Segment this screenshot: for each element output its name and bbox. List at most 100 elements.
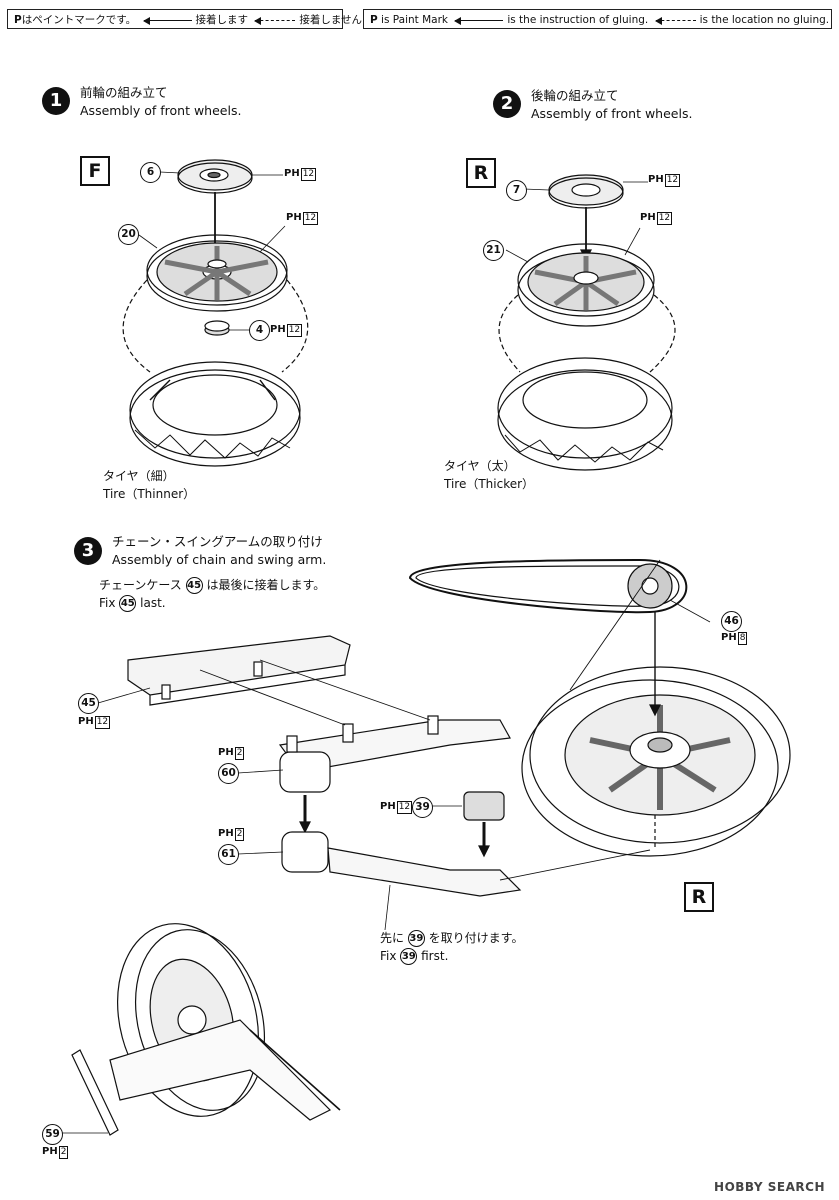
- note-text: 先に: [380, 931, 405, 945]
- front-tire-drawing: [129, 361, 301, 467]
- front-wheel-drawing: [146, 234, 288, 312]
- step-1-badge: 1: [42, 87, 70, 115]
- rear-wheel-drawing: [517, 243, 655, 327]
- part-6: 6: [140, 162, 161, 183]
- legend-paint-text: is Paint Mark: [381, 14, 448, 26]
- front-tire-label: タイヤ（細） Tire（Thinner）: [103, 467, 195, 503]
- front-box-label: F: [80, 156, 110, 186]
- paint-mark-symbol: PH: [218, 828, 234, 839]
- rear-tire-drawing: [497, 357, 673, 471]
- paint-mark-symbol: PH: [721, 632, 737, 643]
- note-text: チェーンケース: [99, 578, 182, 592]
- note-text: Fix: [99, 596, 116, 610]
- part-46: 46: [721, 611, 742, 632]
- part-20: 20: [118, 224, 139, 245]
- step-2-title-jp: 後輪の組み立て: [531, 88, 619, 103]
- swing-arm-lower-drawing: [281, 831, 522, 897]
- part-39: 39: [412, 797, 433, 818]
- fix-39-note-jp: 先に 39 を取り付けます。: [380, 929, 523, 947]
- fix-39-note-en: Fix 39 first.: [380, 947, 523, 965]
- rear-box-label-bottom: R: [684, 882, 714, 912]
- chain-case-note-en: Fix 45 last.: [99, 594, 325, 612]
- note-text: は最後に接着します。: [206, 578, 326, 592]
- no-glue-arrow-icon: [654, 16, 696, 25]
- legend-english: P is Paint Mark is the instruction of gl…: [363, 9, 832, 29]
- part-21: 21: [483, 240, 504, 261]
- step-3-badge: 3: [74, 537, 102, 565]
- part-61: 61: [218, 844, 239, 865]
- paint-color-number: 8: [737, 632, 748, 645]
- paint-color-number: 12: [302, 212, 319, 225]
- part-60: 60: [218, 763, 239, 784]
- front-tire-label-en: Tire（Thinner）: [103, 487, 196, 501]
- legend-paint-text: はペイントマークです。: [21, 14, 137, 26]
- paint-color-number: 12: [656, 212, 673, 225]
- chain-case-drawing: [127, 635, 351, 706]
- part-number-39: 39: [400, 948, 418, 965]
- paint-mark-symbol: P: [370, 14, 378, 26]
- step-2-title-en: Assembly of front wheels.: [531, 106, 693, 121]
- part-number-45: 45: [185, 577, 203, 594]
- glue-arrow-icon: [142, 16, 192, 25]
- legend-noglue-text: is the location no gluing.: [699, 14, 830, 26]
- paint-color-number: 12: [664, 174, 681, 187]
- step-3-title-jp: チェーン・スイングアームの取り付け: [112, 534, 323, 549]
- swing-arm-upper-drawing: [278, 715, 511, 793]
- glue-arrow-icon: [454, 16, 504, 25]
- paint-color-number: 2: [234, 747, 245, 760]
- assembled-swing-arm-drawing: [71, 923, 341, 1136]
- paint-color-number: 12: [286, 324, 303, 337]
- paint-mark-symbol: PH: [218, 747, 234, 758]
- rear-tire-label-en: Tire（Thicker）: [444, 477, 535, 491]
- step-2-title: 後輪の組み立て Assembly of front wheels.: [531, 87, 692, 123]
- part-59: 59: [42, 1124, 63, 1145]
- paint-mark-symbol: PH: [648, 174, 664, 185]
- rear-box-label: R: [466, 158, 496, 188]
- chain-case-note: チェーンケース 45 は最後に接着します。 Fix 45 last.: [99, 576, 325, 612]
- paint-mark-symbol: PH: [380, 801, 396, 812]
- no-glue-arrow-icon: [254, 16, 296, 25]
- paint-color-number: 12: [300, 168, 317, 181]
- part-4: 4: [249, 320, 270, 341]
- chain-case-note-jp: チェーンケース 45 は最後に接着します。: [99, 576, 325, 594]
- step-1-title-jp: 前輪の組み立て: [80, 85, 168, 100]
- note-text: first.: [421, 949, 449, 963]
- front-tire-label-jp: タイヤ（細）: [103, 469, 175, 483]
- step-3-title: チェーン・スイングアームの取り付け Assembly of chain and …: [112, 533, 326, 569]
- chain-drawing: [408, 558, 688, 614]
- paint-mark-symbol: PH: [78, 716, 94, 727]
- paint-color-number: 12: [396, 801, 413, 814]
- legend-japanese: Pはペイントマークです。 接着します 接着しません: [7, 9, 362, 29]
- rear-brake-disc-drawing: [548, 174, 624, 209]
- rear-wheel-assembled-drawing: [521, 666, 791, 857]
- paint-mark-symbol: PH: [270, 324, 286, 335]
- paint-color-number: 12: [94, 716, 111, 729]
- front-brake-disc-drawing: [177, 159, 253, 194]
- step-1-title: 前輪の組み立て Assembly of front wheels.: [80, 84, 241, 120]
- rear-tire-label-jp: タイヤ（太）: [444, 459, 516, 473]
- paint-mark-symbol: PH: [284, 168, 300, 179]
- note-text: を取り付けます。: [428, 931, 524, 945]
- note-text: last.: [140, 596, 166, 610]
- paint-mark-symbol: PH: [640, 212, 656, 223]
- paint-mark-symbol: PH: [42, 1146, 58, 1157]
- legend-noglue-text: 接着しません: [299, 14, 363, 26]
- paint-mark-symbol: PH: [286, 212, 302, 223]
- rear-tire-label: タイヤ（太） Tire（Thicker）: [444, 457, 534, 493]
- part-number-45: 45: [119, 595, 137, 612]
- part-7: 7: [506, 180, 527, 201]
- note-text: Fix: [380, 949, 397, 963]
- paint-color-number: 2: [234, 828, 245, 841]
